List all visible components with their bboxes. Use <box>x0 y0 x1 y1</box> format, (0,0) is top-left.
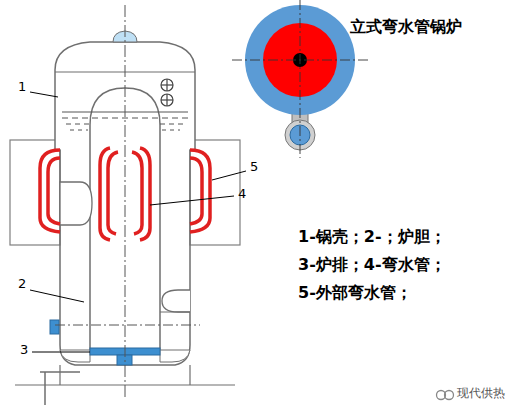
legend-note: 3-炉排；4-弯水管； <box>298 256 446 274</box>
side-casing <box>190 140 240 245</box>
centre-line <box>232 0 368 158</box>
fire-door <box>60 182 92 225</box>
watermark-icon <box>437 391 454 400</box>
callout-number: 4 <box>238 187 246 202</box>
callout-number: 5 <box>250 160 258 175</box>
gauge <box>161 79 173 106</box>
diagram-title: 立式弯水管锅炉 <box>350 18 462 36</box>
legend-note: 1-锅壳；2-；炉胆； <box>298 228 446 246</box>
callout-number: 2 <box>18 277 26 292</box>
legend-note: 5-外部弯水管； <box>298 284 412 302</box>
hand-hole <box>50 320 59 334</box>
leader-line <box>30 92 246 352</box>
centre-line <box>125 5 126 400</box>
side-casing <box>10 140 60 245</box>
watermark: 现代供热 <box>457 387 505 401</box>
centre-line <box>55 325 200 326</box>
blowdown-pipe <box>40 372 80 405</box>
callout-number: 1 <box>18 80 26 95</box>
flue-outlet <box>162 290 190 312</box>
callout-number: 3 <box>20 343 28 358</box>
